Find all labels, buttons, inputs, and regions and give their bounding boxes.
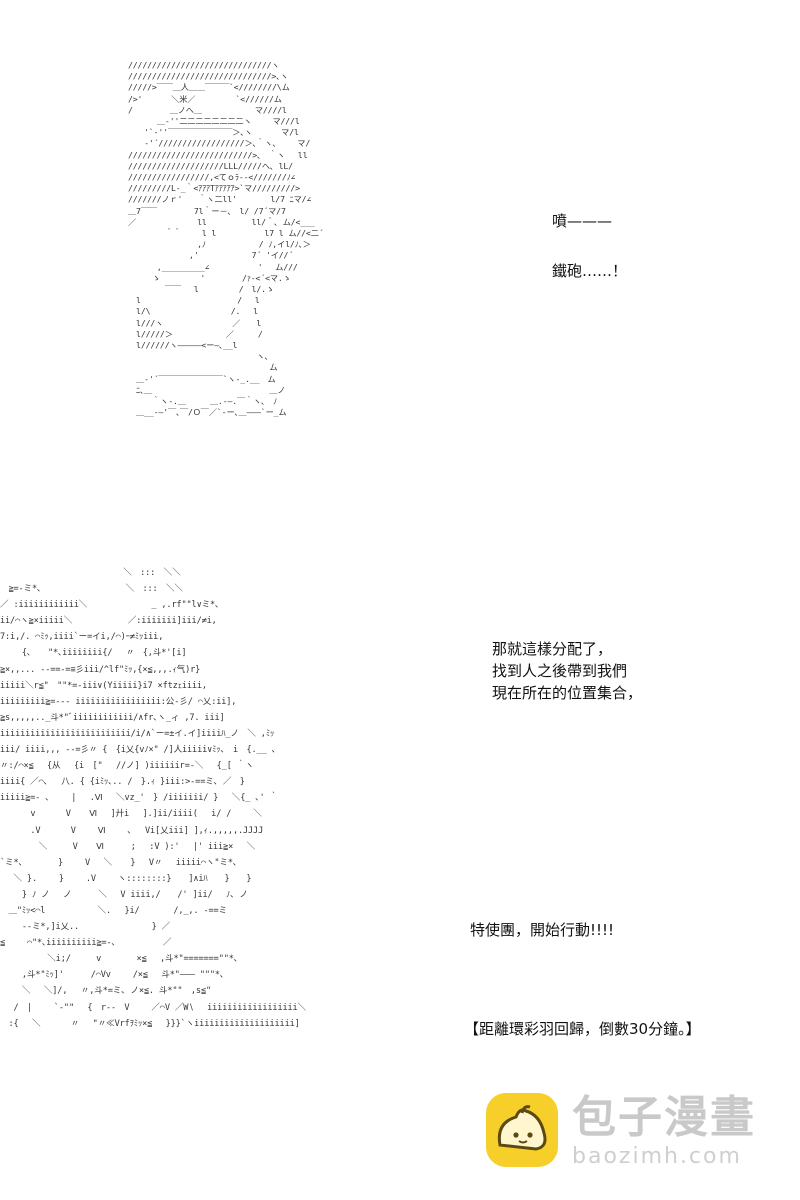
dialog-line: 那就這樣分配了， xyxy=(492,640,613,658)
ascii-art-officer: //////////////////////////////ヽ ////////… xyxy=(128,60,324,418)
watermark-title: 包子漫畫 xyxy=(572,1092,756,1143)
dialog-assignment: 那就這樣分配了， 找到人之後帶到我們 現在所在的位置集合， xyxy=(492,638,642,704)
countdown-caption: 【距離環彩羽回歸，倒數30分鐘。】 xyxy=(464,1020,701,1038)
dialog-gunshot-sound: 噴——— xyxy=(552,212,613,230)
watermark-url: baozimh.com xyxy=(572,1144,742,1169)
dialog-start-action: 特使團，開始行動!!!! xyxy=(470,921,615,939)
manga-panel-bottom: ＼ ::: ＼＼ ≧=-ミ*､ ＼ ::: ＼＼ ／ :iiiiiiiiiiii… xyxy=(0,555,800,1090)
steamed-bun-icon xyxy=(486,1093,558,1167)
dialog-line: 現在所在的位置集合， xyxy=(492,684,643,702)
ascii-art-envoy-group: ＼ ::: ＼＼ ≧=-ミ*､ ＼ ::: ＼＼ ／ :iiiiiiiiiiii… xyxy=(0,568,306,1029)
dialog-line: 找到人之後帶到我們 xyxy=(492,662,628,680)
dialog-gunshot: 鐵砲……！ xyxy=(552,262,628,280)
manga-panel-top: //////////////////////////////ヽ ////////… xyxy=(0,0,800,520)
site-watermark: 包子漫畫 baozimh.com xyxy=(486,1093,786,1173)
